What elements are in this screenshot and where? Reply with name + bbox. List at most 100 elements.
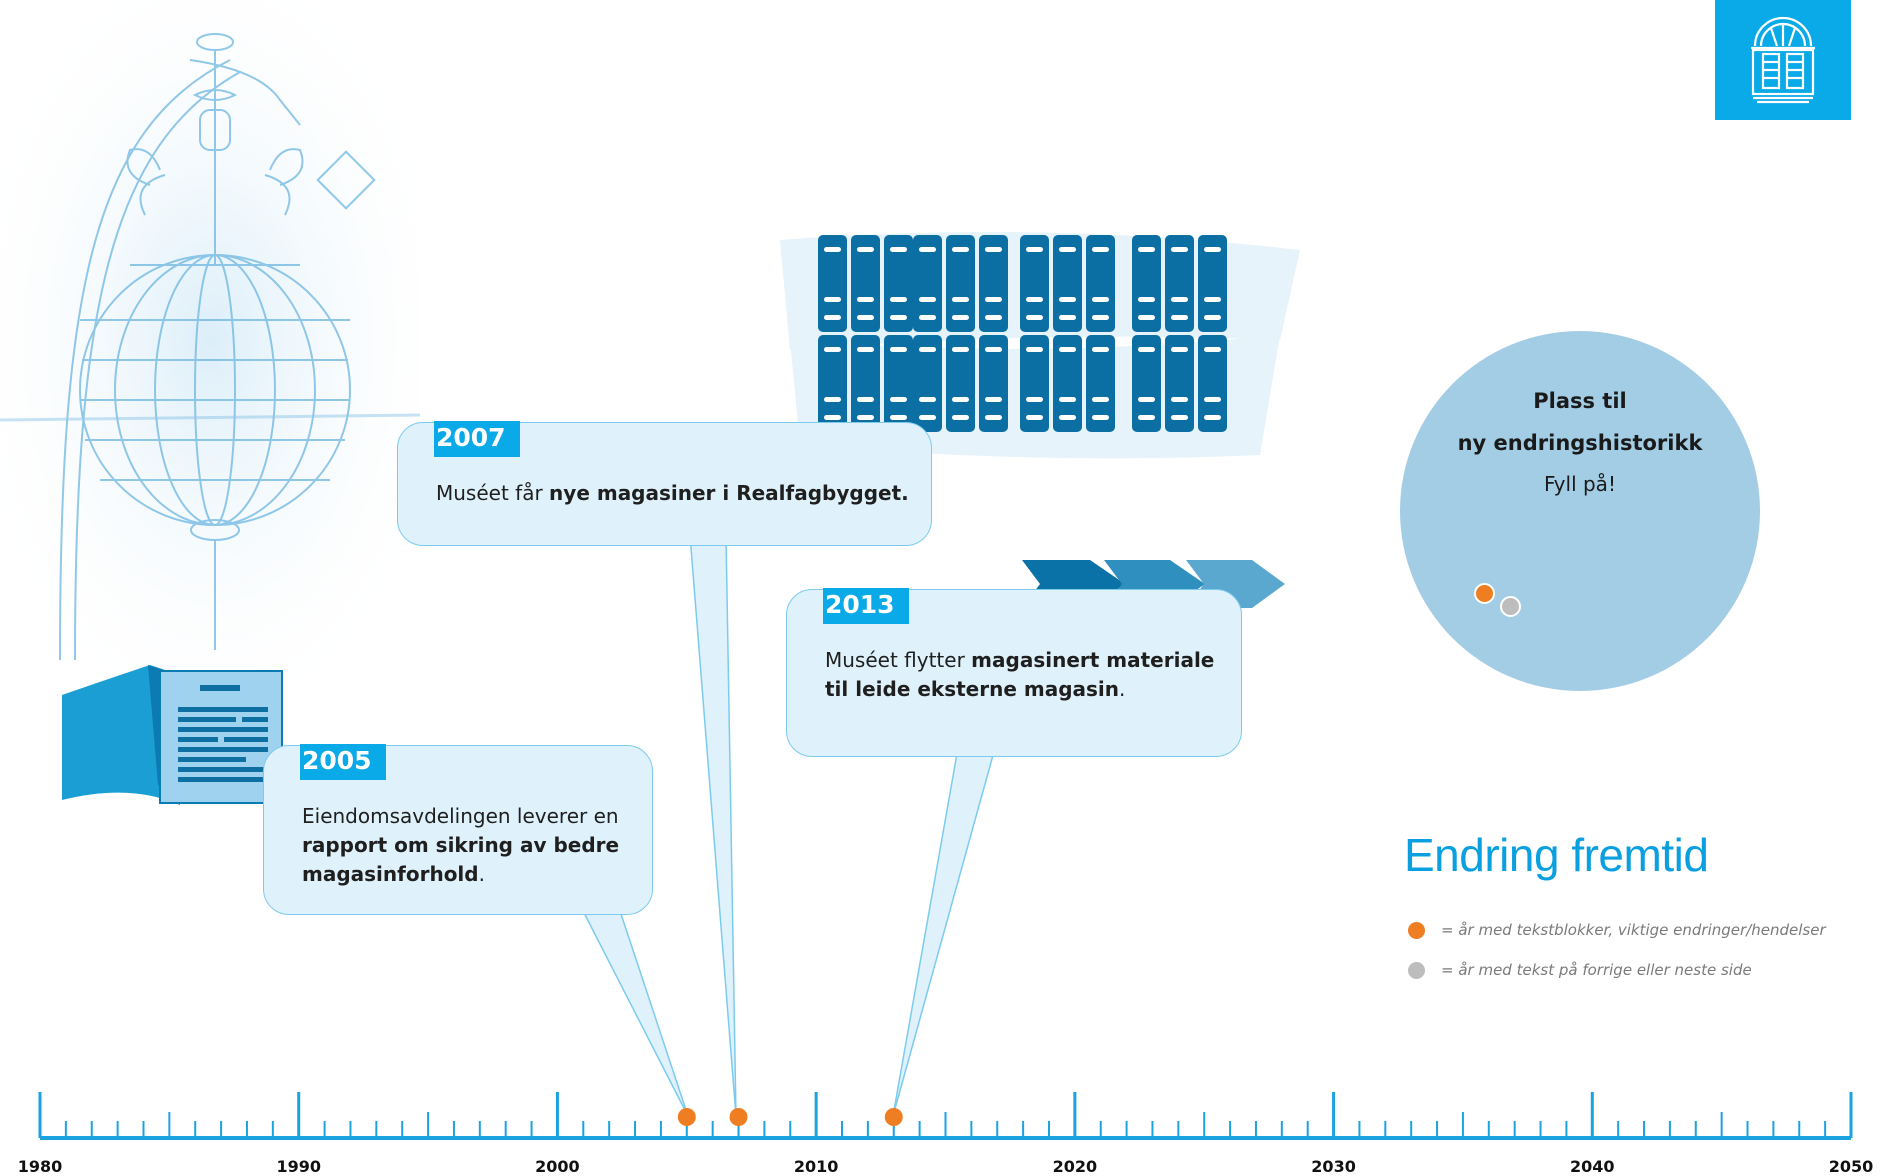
binder [979, 235, 1008, 332]
circle-title-line1: Plass til [1533, 389, 1627, 413]
binder-label [1171, 315, 1188, 320]
binder-label [985, 315, 1002, 320]
legend-item-grey: = år med tekst på forrige eller neste si… [1408, 961, 1752, 979]
binder-label [1171, 297, 1188, 302]
binder-label [824, 297, 841, 302]
event-bubble-2007: 2007 Muséet får nye magasiner i Realfagb… [397, 421, 932, 546]
binder-label [919, 247, 936, 252]
binder [1198, 235, 1227, 332]
binder-label [1204, 297, 1221, 302]
binder-label [1138, 247, 1155, 252]
grey-marker-dot [1500, 596, 1521, 617]
legend-dot-orange [1408, 921, 1425, 939]
binder-label [1059, 247, 1076, 252]
binder-label [1059, 415, 1076, 420]
binder [913, 335, 942, 432]
binder-label [1138, 297, 1155, 302]
legend-item-orange: = år med tekstblokker, viktige endringer… [1408, 921, 1826, 939]
binder [979, 335, 1008, 432]
binder [1020, 335, 1049, 432]
axis-label-2050: 2050 [1828, 1157, 1874, 1176]
binder-label [890, 347, 907, 352]
legend-dot-grey [1408, 961, 1425, 979]
binder-label [890, 297, 907, 302]
year-tag-2005: 2005 [300, 744, 386, 780]
binder [818, 335, 847, 432]
binder [1053, 235, 1082, 332]
binder-label [1059, 297, 1076, 302]
binder-label [1059, 315, 1076, 320]
binder-label [857, 297, 874, 302]
event-bubble-2005: 2005 Eiendomsavdelingen leverer en rappo… [263, 744, 653, 915]
year-tag-2013: 2013 [823, 588, 909, 624]
binder-label [919, 297, 936, 302]
binder-label [857, 247, 874, 252]
binder-label [1026, 315, 1043, 320]
binder [884, 235, 913, 332]
binder-label [919, 397, 936, 402]
binder [946, 235, 975, 332]
binder-label [824, 415, 841, 420]
binder-label [1204, 347, 1221, 352]
binder-label [1138, 315, 1155, 320]
legend-text-orange: = år med tekstblokker, viktige endringer… [1441, 921, 1826, 939]
binder-label [1204, 247, 1221, 252]
binder [1165, 235, 1194, 332]
binder-label [1026, 347, 1043, 352]
binder-label [890, 415, 907, 420]
binder-label [985, 347, 1002, 352]
binder-label [857, 415, 874, 420]
binder-label [985, 415, 1002, 420]
future-placeholder-circle: Plass til ny endringshistorikk Fyll på! [1400, 331, 1760, 691]
binder-label [985, 297, 1002, 302]
axis-label-1980: 1980 [17, 1157, 63, 1176]
binder-label [919, 315, 936, 320]
binder-label [1204, 397, 1221, 402]
binder-label [1092, 315, 1109, 320]
chandelier-sketch-icon [0, 0, 420, 680]
circle-subtitle: Fyll på! [1544, 472, 1616, 496]
binder-label [824, 347, 841, 352]
future-section-title: Endring fremtid [1404, 829, 1709, 881]
event-text-2005: Eiendomsavdelingen leverer en rapport om… [302, 804, 620, 886]
binder-label [1138, 397, 1155, 402]
axis-label-2030: 2030 [1311, 1157, 1356, 1176]
binder-label [857, 397, 874, 402]
binder-label [952, 415, 969, 420]
legend-text-grey: = år med tekst på forrige eller neste si… [1441, 961, 1752, 979]
binder-label [824, 247, 841, 252]
binder-label [1059, 347, 1076, 352]
open-book-icon [62, 665, 283, 805]
binder-label [890, 247, 907, 252]
binder [1020, 235, 1049, 332]
axis-label-2010: 2010 [793, 1157, 839, 1176]
binder [884, 335, 913, 432]
binder-label [1171, 347, 1188, 352]
binder-label [1026, 247, 1043, 252]
binder-label [1171, 247, 1188, 252]
binder-label [952, 397, 969, 402]
binder-label [1204, 315, 1221, 320]
binder-label [1092, 415, 1109, 420]
binder-label [857, 315, 874, 320]
axis-label-2040: 2040 [1570, 1157, 1615, 1176]
event-bubble-2013: 2013 Muséet flytter magasinert materiale… [786, 588, 1242, 757]
binder-label [985, 247, 1002, 252]
binder-label [985, 397, 1002, 402]
museum-door-logo-icon [1715, 0, 1851, 120]
binder-label [1204, 415, 1221, 420]
binder [1132, 335, 1161, 432]
event-text-2007: Muséet får nye magasiner i Realfagbygget… [436, 481, 909, 505]
axis-label-2000: 2000 [535, 1157, 580, 1176]
binder [946, 335, 975, 432]
binder-label [1026, 415, 1043, 420]
binder-label [952, 297, 969, 302]
binder-label [1092, 247, 1109, 252]
binder-label [1171, 415, 1188, 420]
binder-label [919, 347, 936, 352]
year-tag-2007: 2007 [434, 421, 520, 457]
binder-label [1026, 397, 1043, 402]
axis-label-1990: 1990 [276, 1157, 321, 1176]
binder-label [952, 347, 969, 352]
binder [1165, 335, 1194, 432]
